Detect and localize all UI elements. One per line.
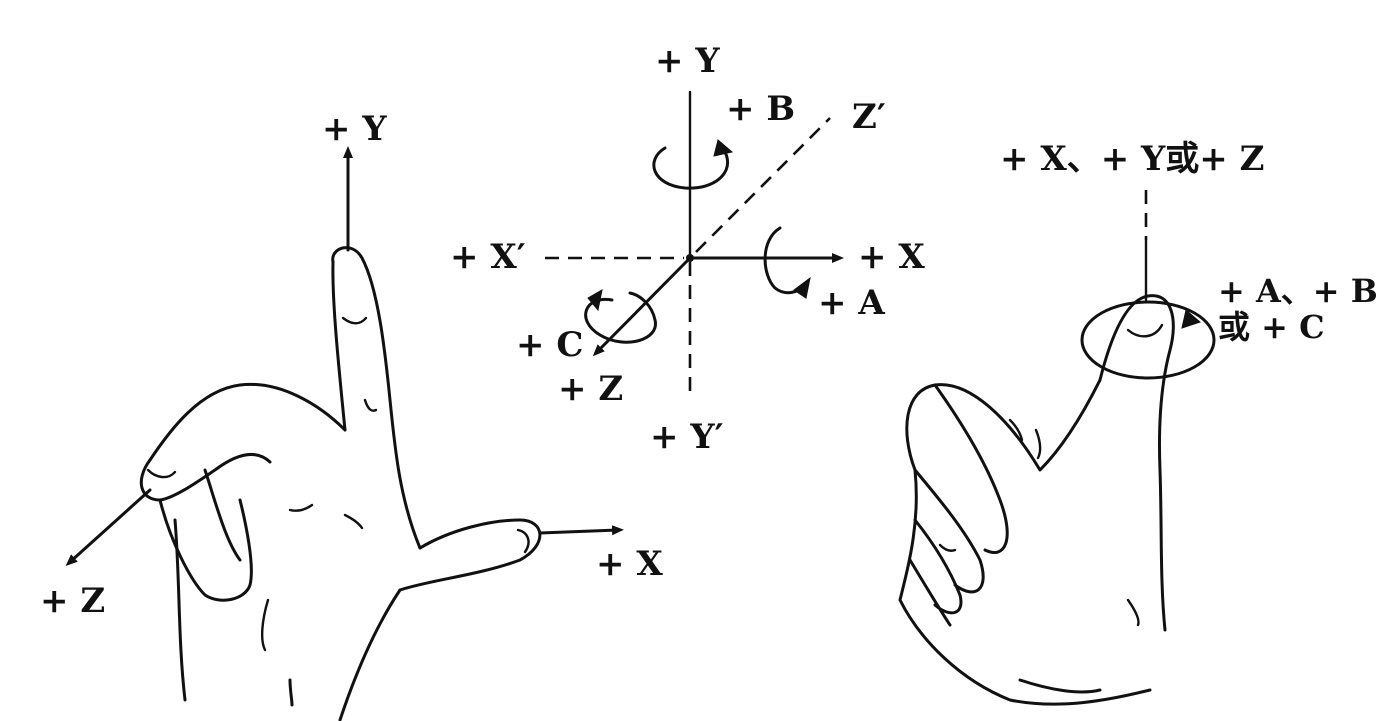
right-hand-thumb-nail	[1126, 323, 1164, 338]
left-label-z: + Z	[40, 581, 105, 621]
left-hand-index-finger	[331, 246, 422, 550]
rotation-a-icon	[763, 226, 807, 295]
center-z-axis	[592, 256, 692, 357]
left-hand-index-inner	[331, 260, 347, 432]
center-label-x-prime: + X′	[450, 237, 526, 277]
center-label-b: + B	[726, 89, 795, 129]
left-hand-palm	[173, 518, 402, 721]
left-hand-index-nail	[341, 316, 368, 325]
center-label-z-prime: Z′	[852, 97, 886, 137]
left-z-axis	[65, 488, 152, 567]
left-x-axis	[538, 525, 624, 536]
right-label-axis: + X、+ Y或+ Z	[1000, 139, 1264, 179]
rotation-c-arrowhead	[587, 289, 603, 312]
right-hand-wrist	[1018, 678, 1102, 694]
left-hand-thumb-nail	[516, 528, 530, 554]
right-label-rot-1: + A、+ B	[1218, 272, 1378, 310]
right-hand-fingers	[908, 383, 1009, 627]
right-hand-creases	[938, 418, 1140, 627]
rotation-c-icon	[584, 291, 657, 344]
right-rotation-ellipse	[1080, 300, 1216, 380]
right-hand-group: + X、+ Y或+ Z + A、+ B 或 + C	[898, 139, 1378, 706]
right-hand-fist-outline	[898, 378, 1152, 706]
rotation-b-arrowhead	[713, 139, 734, 157]
right-hand-thumb	[1098, 294, 1175, 632]
left-hand-group: + Y + X + Z	[40, 109, 663, 721]
left-label-x: + X	[596, 544, 663, 584]
left-hand-middle-finger	[139, 453, 272, 502]
center-axes-group: + Y + B Z′ + X′ + X + A + C + Z + Y′	[450, 41, 925, 457]
center-label-x: + X	[858, 237, 925, 277]
right-rotation-arrowhead	[1181, 309, 1201, 329]
left-label-y: + Y	[322, 109, 387, 149]
center-label-c: + C	[516, 325, 583, 365]
left-hand-middle-nail	[146, 468, 177, 479]
center-label-a: + A	[818, 283, 885, 323]
rotation-a-arrowhead	[793, 276, 811, 299]
left-hand-curled-fingers	[158, 468, 253, 602]
center-label-y-prime: + Y′	[650, 417, 724, 457]
left-hand-thumb	[398, 518, 542, 592]
rotation-b-icon	[652, 146, 729, 190]
right-label-rot-2: 或 + C	[1218, 308, 1325, 346]
left-hand-creases	[260, 398, 378, 652]
left-hand-back	[148, 382, 347, 462]
center-z-prime-axis	[695, 117, 831, 253]
center-origin	[686, 254, 694, 262]
center-label-y: + Y	[655, 41, 720, 81]
center-label-z: + Z	[558, 369, 623, 409]
